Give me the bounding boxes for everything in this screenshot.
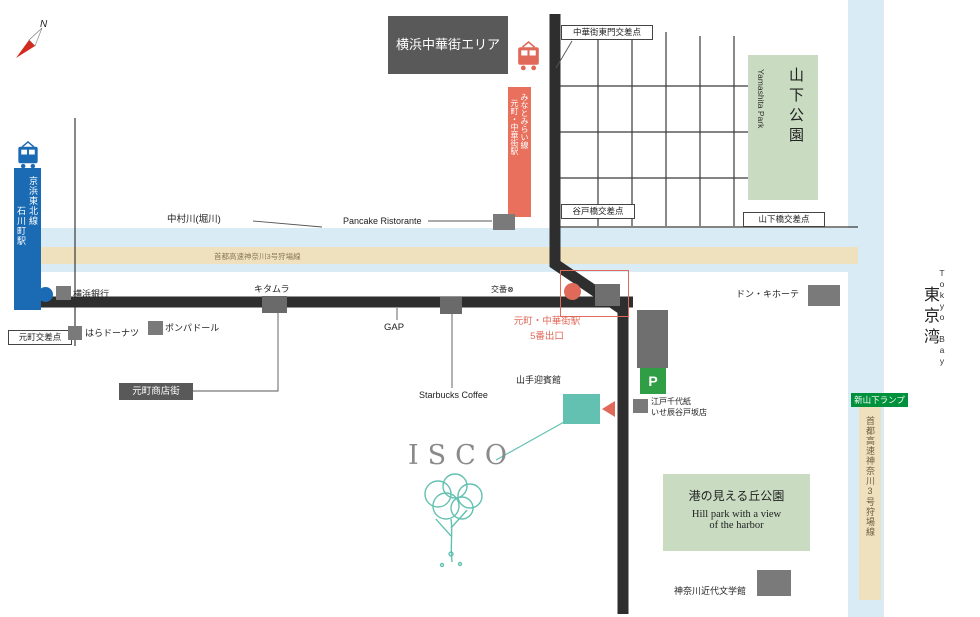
compass-n-label: N xyxy=(40,19,48,30)
shotengai-leader-line xyxy=(192,313,279,392)
eastgate-leader-line xyxy=(555,40,573,69)
edo-chiyogami-label: 江戸千代紙 いせ辰谷戸坂店 xyxy=(651,396,707,418)
donki-label: ドン・キホーテ xyxy=(736,289,800,299)
building-museum xyxy=(757,570,791,596)
station-exit-label-1: 元町・中華街駅 xyxy=(513,316,581,327)
shotengai-box: 元町商店街 xyxy=(119,383,193,400)
river-label: 中村川(堀川) xyxy=(167,214,221,225)
gap-label: GAP xyxy=(384,322,405,333)
building-edo-chiyogami xyxy=(633,399,648,413)
shin-yamashita-ramp-box: 新山下ランプ xyxy=(851,393,908,407)
kitamura-label: キタムラ xyxy=(254,284,290,294)
building-station-exit xyxy=(595,284,620,306)
mm-station-label: 元町・中華街駅 xyxy=(510,99,519,155)
jr-line-label: 京浜東北線 xyxy=(28,176,38,226)
parking-label: P xyxy=(648,373,658,389)
edo-chiyogami-label-1: 江戸千代紙 xyxy=(651,397,691,406)
yamashitabashi-intersection-box: 山下橋交差点 xyxy=(743,212,825,227)
shin-yamashita-ramp-label: 新山下ランプ xyxy=(854,395,905,405)
isco-tree-icon xyxy=(424,473,483,568)
station-exit-label-2: 5番出口 xyxy=(530,331,564,342)
motomachi-intersection-box: 元町交差点 xyxy=(8,330,72,345)
chinatown-area-box: 横浜中華街エリア xyxy=(388,16,508,74)
mm-line-label: みなとみらい線 xyxy=(520,93,529,149)
jr-line-bar: 京浜東北線 石川町駅 xyxy=(14,168,41,310)
east-gate-intersection-label: 中華街東門交差点 xyxy=(572,27,641,37)
museum-label: 神奈川近代文学館 xyxy=(674,586,747,596)
building-pompadour xyxy=(148,321,163,335)
pompadour-label: ポンパドール xyxy=(165,323,220,333)
compass-icon: N xyxy=(16,19,48,58)
building-yokohama-bank xyxy=(56,286,71,300)
expressway-v-label: 首都高速神奈川3号狩場線 xyxy=(865,416,875,537)
donuts-label: はらドーナツ xyxy=(85,328,140,338)
building-hara-donuts xyxy=(68,326,82,340)
edo-chiyogami-label-2: いせ辰谷戸坂店 xyxy=(651,408,707,417)
harbor-park-en-label-2: of the harbor xyxy=(709,520,764,531)
yamashita-park-en-label: Yamashita Park xyxy=(756,69,766,129)
expressway-band-vertical xyxy=(859,404,881,600)
bank-label: 横浜銀行 xyxy=(73,289,110,299)
harbor-park-en-label-1: Hill park with a view xyxy=(691,509,782,520)
harbor-park-box: 港の見える丘公園 Hill park with a view of the ha… xyxy=(663,474,810,551)
harbor-park-jp-label: 港の見える丘公園 xyxy=(688,489,785,503)
parking-box: P xyxy=(640,368,666,394)
koban-text: 交番 xyxy=(491,285,507,294)
isco-leader-line xyxy=(495,421,565,461)
koban-symbol-icon: ⊗ xyxy=(507,285,514,294)
building-starbucks xyxy=(440,297,462,314)
minatomirai-train-icon xyxy=(518,41,539,71)
isco-logo-label: ISCO xyxy=(408,440,516,471)
jr-station-label: 石川町駅 xyxy=(16,206,26,246)
isco-arrow-icon xyxy=(602,401,615,417)
isco-logo-text: ISCO xyxy=(408,440,516,471)
jr-train-icon xyxy=(18,140,38,169)
building-pancake xyxy=(493,214,515,230)
yamashita-park-box: Yamashita Park 山下公園 xyxy=(748,55,818,200)
chinatown-area-label: 横浜中華街エリア xyxy=(395,37,500,52)
east-gate-intersection-box: 中華街東門交差点 xyxy=(561,25,653,40)
isco-building-marker xyxy=(563,394,600,424)
station-exit-marker xyxy=(564,283,581,300)
building-don-quijote xyxy=(808,285,840,306)
tokyo-bay-en-label: Tokyo Bay xyxy=(937,268,947,367)
yatobashi-intersection-label: 谷戸橋交差点 xyxy=(572,206,624,216)
station-exit-label: 元町・中華街駅 5番出口 xyxy=(503,314,591,344)
ishikawacho-station-marker xyxy=(38,287,53,302)
tokyo-bay-jp-label: 東京湾 xyxy=(921,286,938,349)
main-road-vertical xyxy=(549,14,629,614)
building-kitamura xyxy=(262,296,287,313)
geihinkan-label: 山手迎賓館 xyxy=(516,375,562,385)
pancake-label: Pancake Ristorante xyxy=(343,216,422,226)
minatomirai-line-bar: みなとみらい線 元町・中華街駅 xyxy=(508,87,531,217)
koban-label: 交番⊗ xyxy=(491,284,514,295)
station-exit-area-outline xyxy=(560,270,629,317)
river-leader-line xyxy=(252,220,323,228)
yamashitabashi-intersection-label: 山下橋交差点 xyxy=(758,214,810,224)
expressway-h-label: 首都高速神奈川3号狩場線 xyxy=(214,252,301,261)
building-south-of-station xyxy=(637,310,668,368)
expressway-band-horizontal xyxy=(28,247,858,264)
compass-needle-red xyxy=(16,40,35,58)
yatobashi-intersection-box: 谷戸橋交差点 xyxy=(561,204,635,219)
shotengai-label: 元町商店街 xyxy=(132,386,180,397)
yamashita-park-jp-label: 山下公園 xyxy=(787,67,804,147)
starbucks-label: Starbucks Coffee xyxy=(419,390,488,400)
motomachi-intersection-label: 元町交差点 xyxy=(18,332,62,342)
